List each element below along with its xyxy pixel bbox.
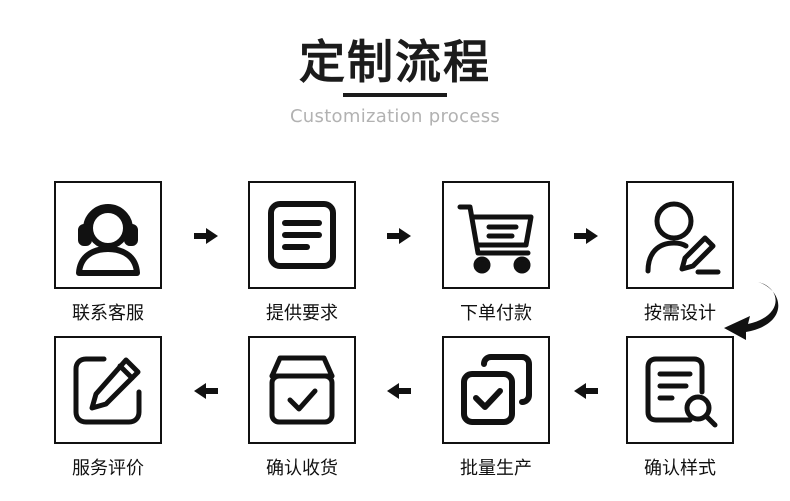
- document-icon: [268, 201, 336, 269]
- arrow-right-icon: [194, 228, 218, 244]
- arrow-right-icon: [574, 228, 598, 244]
- page-subtitle: Customization process: [289, 106, 501, 127]
- step-mass-production: 批量生产: [442, 336, 550, 480]
- document-search-icon: [645, 356, 718, 428]
- step-box: [248, 181, 356, 289]
- curved-turn-arrow-icon: [724, 282, 779, 340]
- arrow-left-icon: [387, 383, 411, 399]
- step-confirm-receipt: 确认收货: [248, 336, 356, 480]
- step-box: [54, 181, 162, 289]
- step-box: [626, 181, 734, 289]
- step-label: 确认收货: [266, 458, 338, 479]
- pencil-review-icon: [73, 356, 142, 425]
- page-title: 定制流程: [299, 35, 491, 89]
- step-custom-design: 按需设计: [626, 181, 734, 325]
- step-label: 确认样式: [644, 458, 716, 479]
- step-provide-requirements: 提供要求: [248, 181, 356, 325]
- step-label: 批量生产: [460, 458, 532, 479]
- title-underline: [343, 93, 447, 97]
- step-contact-service: 联系客服: [54, 181, 162, 325]
- arrow-right-icon: [387, 228, 411, 244]
- step-box: [442, 181, 550, 289]
- step-label: 按需设计: [644, 303, 716, 324]
- batch-stack-check-icon: [461, 354, 532, 425]
- step-box: [626, 336, 734, 444]
- shopping-cart-icon: [457, 204, 534, 274]
- step-label: 提供要求: [266, 303, 338, 324]
- step-order-payment: 下单付款: [442, 181, 550, 325]
- step-confirm-style: 确认样式: [626, 336, 734, 480]
- step-label: 服务评价: [72, 458, 144, 479]
- step-label: 联系客服: [72, 303, 144, 324]
- step-box: [248, 336, 356, 444]
- step-label: 下单付款: [460, 303, 532, 324]
- arrow-left-icon: [194, 383, 218, 399]
- arrow-left-icon: [574, 383, 598, 399]
- box-check-icon: [269, 355, 335, 425]
- step-box: [442, 336, 550, 444]
- step-service-review: 服务评价: [54, 336, 162, 480]
- designer-pen-icon: [645, 201, 721, 275]
- step-box: [54, 336, 162, 444]
- customer-service-headset-icon: [76, 204, 140, 276]
